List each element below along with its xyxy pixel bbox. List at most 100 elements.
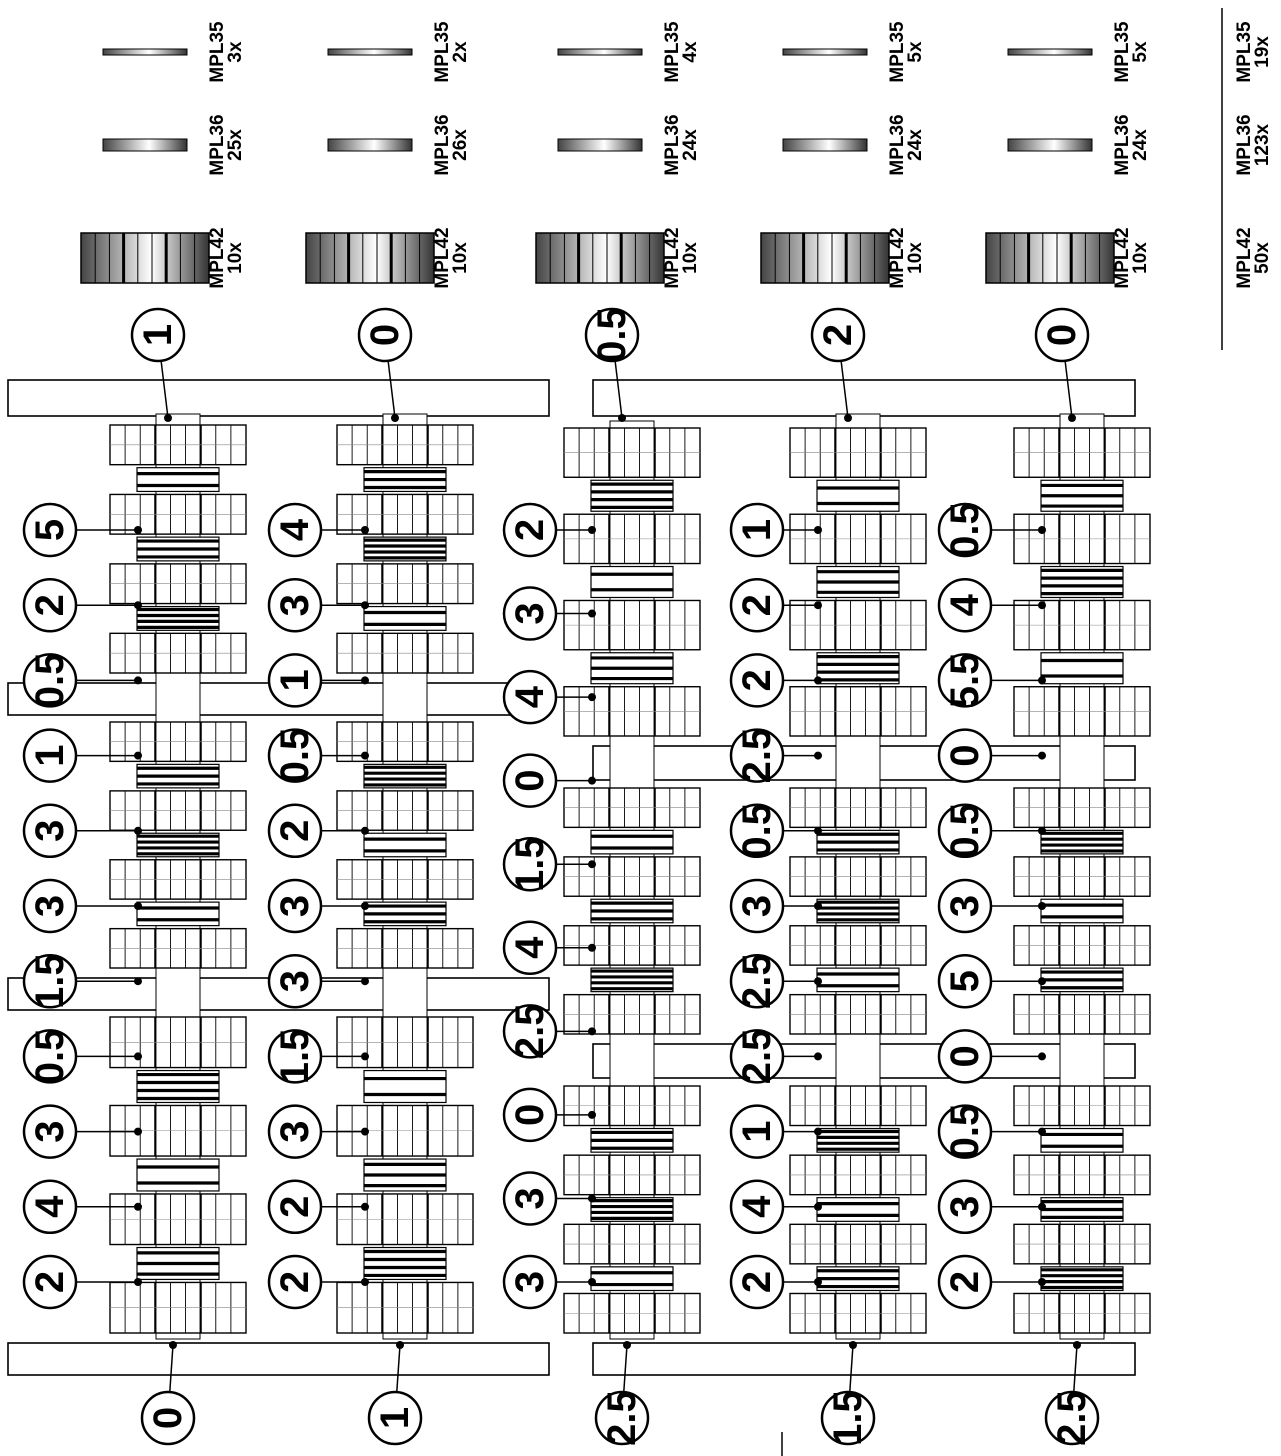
- callout-value: 1.5: [826, 1390, 870, 1446]
- support-plate: [592, 1342, 1136, 1376]
- leader-dot: [164, 414, 172, 422]
- leader-dot: [1038, 676, 1046, 685]
- leader-dot: [134, 676, 142, 685]
- callout-value: 1: [28, 744, 72, 766]
- gear: [789, 856, 927, 897]
- gear: [789, 993, 927, 1035]
- spacer-callout: 3: [937, 1179, 1046, 1235]
- leader-dot: [1038, 902, 1046, 910]
- callout-circle: [22, 1104, 78, 1159]
- gear-stack-body: [535, 232, 665, 284]
- callout-circle: [502, 586, 558, 641]
- legend-count: 5x: [1130, 41, 1151, 63]
- gear: [109, 493, 247, 535]
- callout-circle: [502, 836, 558, 892]
- spacer-stack: [136, 605, 220, 631]
- leader-dot: [1038, 1202, 1046, 1211]
- spacer-stack: [816, 1266, 900, 1292]
- callout-circle: [810, 307, 866, 363]
- leader-dot: [1038, 1052, 1046, 1061]
- spacer-callout: 3: [22, 803, 142, 859]
- spacer-stack: [1040, 1197, 1124, 1222]
- callout-circle: [267, 577, 323, 633]
- spacer-callout: 0: [937, 1029, 1046, 1084]
- leader-dot: [1038, 601, 1046, 610]
- spacer-callout: 1: [729, 502, 822, 558]
- callout-circle: [937, 577, 993, 633]
- spacer-stack: [136, 901, 220, 927]
- gear: [1013, 1085, 1151, 1127]
- thick-disc-symbol: [557, 138, 643, 152]
- callout-circle: [267, 1104, 323, 1159]
- spacer-body: [136, 832, 220, 858]
- leader-dot: [588, 1194, 596, 1203]
- gear: [336, 1193, 474, 1246]
- callout-value: 3: [508, 1187, 552, 1209]
- spacer-stack: [136, 1069, 220, 1104]
- gear: [109, 424, 247, 466]
- leader-dot: [134, 826, 142, 835]
- gear: [336, 721, 474, 763]
- leader-dot: [361, 826, 369, 835]
- gear: [336, 1016, 474, 1069]
- callout-value: 4: [508, 936, 552, 959]
- gear: [109, 790, 247, 831]
- leader-dot: [134, 1278, 142, 1286]
- callout-value: 5.5: [943, 653, 987, 709]
- callout-circle: [729, 653, 785, 708]
- gear: [1013, 856, 1151, 897]
- leader-dot: [361, 1052, 369, 1061]
- callout-value: 3: [28, 895, 72, 917]
- callout-circle: [267, 1254, 323, 1310]
- spacer-callout: 2: [267, 803, 369, 859]
- gear: [336, 493, 474, 535]
- callout-circle: [937, 878, 993, 934]
- gear: [336, 790, 474, 831]
- spacer-callout: 4: [22, 1179, 142, 1235]
- callout-value: 4: [735, 1195, 779, 1218]
- leader-dot: [814, 826, 822, 835]
- spacer-callout: 4: [502, 669, 596, 725]
- spacer-stack: [363, 1069, 447, 1104]
- callout-circle: [729, 878, 785, 934]
- callout-circle: [937, 1254, 993, 1310]
- callout-value: 3: [508, 602, 552, 624]
- thick-disc-symbol: [1007, 138, 1093, 152]
- callout-value: 1.5: [508, 836, 552, 892]
- gear-stack-body: [985, 232, 1115, 284]
- legend-count: 10x: [1130, 242, 1151, 274]
- callout-value: 4: [28, 1195, 72, 1218]
- legend-count: 10x: [225, 242, 246, 274]
- spacer-stack: [590, 1266, 674, 1292]
- gear-stack-symbol: [535, 232, 665, 284]
- gear: [789, 513, 927, 565]
- callout-circle: [937, 1104, 993, 1159]
- spacer-callout: 0.5: [937, 1104, 1046, 1159]
- callout-circle: [22, 953, 78, 1009]
- gear: [789, 686, 927, 737]
- callout-value: 3: [28, 1120, 72, 1142]
- callout-circle: [502, 753, 558, 808]
- leader-dot: [588, 943, 596, 952]
- leader-dot: [1073, 1341, 1081, 1349]
- legend-total: 123x: [1252, 123, 1273, 166]
- support-plate: [7, 1342, 550, 1376]
- callout-circle: [502, 1171, 558, 1226]
- legend-total-label: MPL35: [1234, 21, 1255, 83]
- spacer-callout: 2: [729, 577, 822, 633]
- leader-dot: [396, 1341, 404, 1349]
- callout-circle: [22, 1179, 78, 1235]
- gear: [563, 925, 701, 966]
- leader-dot: [169, 1341, 177, 1349]
- gear: [109, 1193, 247, 1246]
- spacer-stack: [363, 1246, 447, 1281]
- gear: [109, 859, 247, 900]
- legend-label: MPL35: [207, 21, 228, 83]
- gear: [109, 927, 247, 969]
- callout-value: 2: [273, 1196, 317, 1218]
- callout-value: 0.5: [943, 502, 987, 558]
- callout-value: 2: [816, 324, 860, 346]
- shaft-assemblies: [109, 413, 1151, 1340]
- gear: [336, 424, 474, 466]
- legend-count: 26x: [450, 129, 471, 161]
